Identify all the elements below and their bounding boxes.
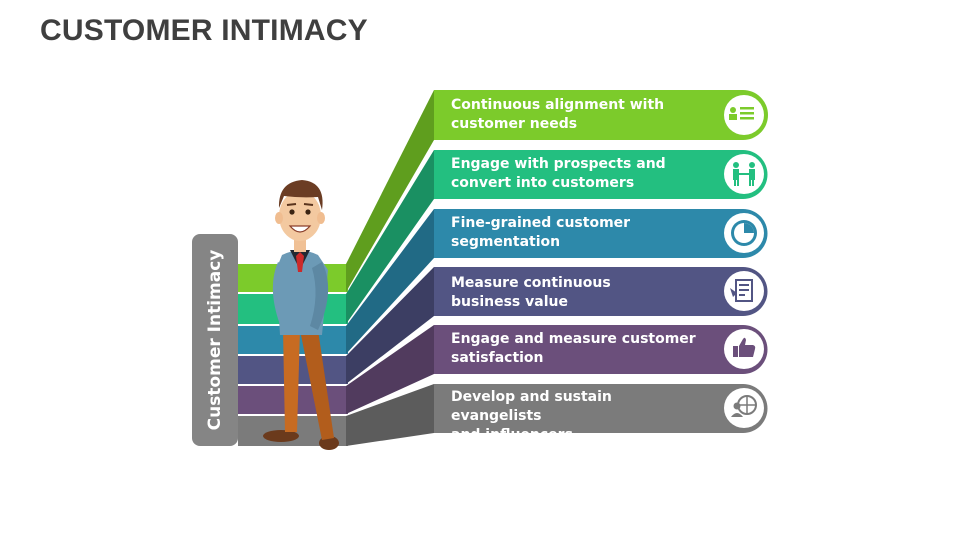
page-title: CUSTOMER INTIMACY (40, 14, 368, 47)
item-2-text: Engage with prospects and convert into c… (451, 155, 701, 193)
side-label: Customer Intimacy (205, 249, 225, 431)
band-5 (434, 325, 768, 374)
item-2-line1: Engage with prospects and (451, 156, 666, 172)
band-4 (434, 267, 768, 316)
handshake-people-icon (724, 154, 764, 194)
band-3 (434, 209, 768, 258)
connector-5 (346, 325, 434, 414)
item-3-text: Fine-grained customer segmentation (451, 214, 701, 252)
globe-person-icon (724, 388, 764, 428)
pie-chart-icon (724, 213, 764, 253)
item-5-line2: satisfaction (451, 350, 544, 366)
item-4-line1: Measure continuous (451, 275, 611, 291)
connector-6 (346, 384, 434, 446)
item-1-line2: customer needs (451, 116, 578, 132)
connector-1 (346, 90, 434, 292)
item-6-line1: Develop and sustain evangelists (451, 389, 612, 424)
man-illustration (263, 180, 339, 450)
connector-2 (346, 150, 434, 324)
side-label-container: Customer Intimacy (192, 234, 238, 446)
item-4-line2: business value (451, 294, 568, 310)
document-chart-icon (724, 271, 764, 311)
item-1-line1: Continuous alignment with (451, 97, 665, 113)
item-1-text: Continuous alignment with customer needs (451, 96, 701, 134)
item-4-text: Measure continuous business value (451, 274, 701, 312)
side-bar (192, 234, 238, 446)
item-5-line1: Engage and measure customer (451, 331, 696, 347)
item-3-line1: Fine-grained customer (451, 215, 631, 231)
item-3-line2: segmentation (451, 234, 561, 250)
item-2-line2: convert into customers (451, 175, 635, 191)
connector-3 (346, 209, 434, 354)
item-5-text: Engage and measure customer satisfaction (451, 330, 701, 368)
connector-4 (346, 267, 434, 384)
band-2 (434, 150, 768, 199)
item-6-line2: and influencers (451, 427, 573, 443)
band-1 (434, 90, 768, 140)
thumbs-up-icon (724, 329, 764, 369)
item-6-text: Develop and sustain evangelists and infl… (451, 388, 701, 445)
customer-profile-icon (724, 95, 764, 135)
band-6 (434, 384, 768, 433)
